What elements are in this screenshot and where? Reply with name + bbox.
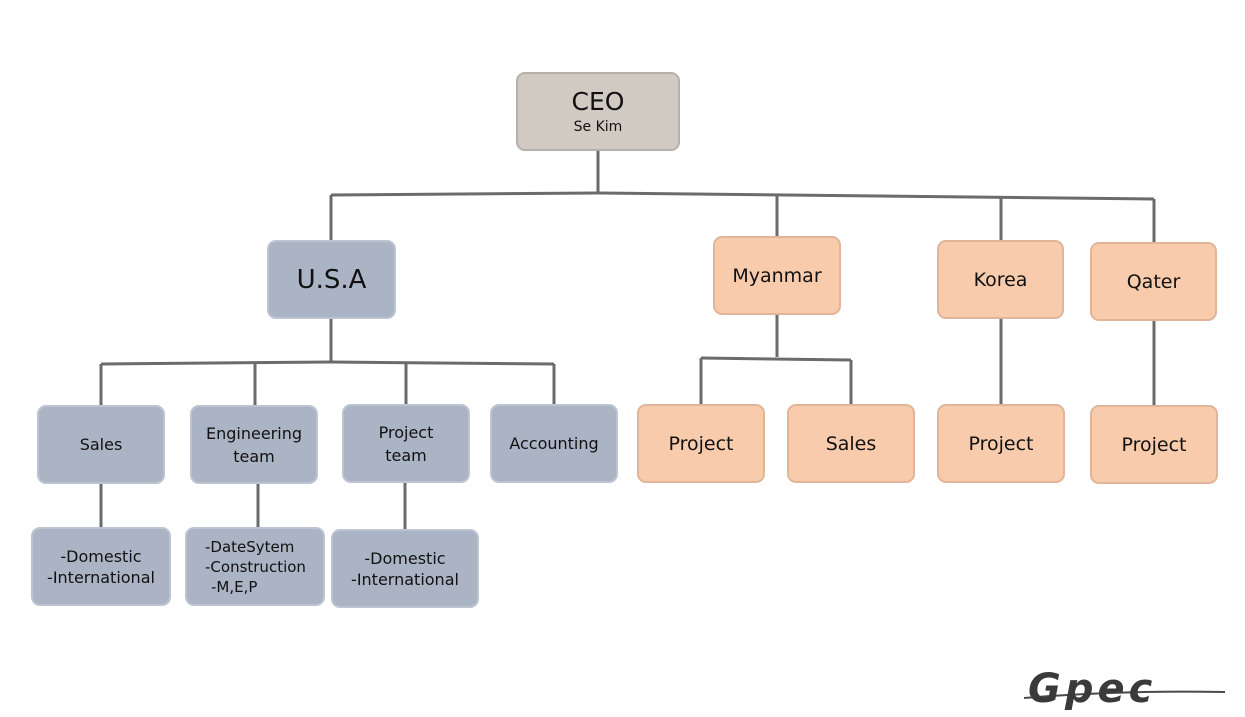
engineering-detail-mep: -M,E,P [211,577,258,596]
connector-usa-bus [100,360,555,366]
ceo-title: CEO [571,86,625,116]
connector-myanmar-bus [700,356,852,362]
myanmar-sales-label: Sales [825,432,877,455]
project-detail-international: -International [351,569,459,589]
gpec-logo-text: Gpec [1028,668,1156,710]
gpec-logo: Gpec [1023,668,1226,710]
ceo-box: CEO Se Kim [516,72,680,151]
myanmar-label: Myanmar [732,264,822,287]
usa-label: U.S.A [296,264,367,295]
department-accounting-box: Accounting [490,404,618,483]
sales-detail-international: -International [47,567,155,587]
usa-box: U.S.A [267,240,396,319]
department-sales-box: Sales [37,405,165,484]
myanmar-project-box: Project [637,404,765,483]
department-accounting-label: Accounting [509,434,599,453]
department-engineering-box: Engineering team [190,405,318,484]
korea-label: Korea [973,268,1028,291]
engineering-detail-datesytem: -DateSytem [205,537,295,556]
engineering-details-box: -DateSytem -Construction -M,E,P [185,527,325,606]
sales-detail-domestic: -Domestic [60,546,142,566]
department-project-box: Project team [342,404,470,483]
korea-box: Korea [937,240,1064,319]
department-engineering-label-line1: Engineering [206,423,302,443]
qatar-box: Qater [1090,242,1217,321]
project-detail-domestic: -Domestic [364,548,446,568]
department-project-label-line1: Project [378,422,434,442]
project-details-box: -Domestic -International [331,529,479,608]
myanmar-sales-box: Sales [787,404,915,483]
qatar-project-label: Project [1121,433,1187,456]
sales-details-box: -Domestic -International [31,527,171,606]
connector-region-bus [330,191,1155,201]
qatar-project-box: Project [1090,405,1218,484]
department-engineering-label-line2: team [233,446,275,466]
qatar-label: Qater [1126,270,1181,293]
department-project-label-line2: team [385,445,427,465]
ceo-name: Se Kim [573,118,623,135]
myanmar-project-label: Project [668,432,734,455]
korea-project-box: Project [937,404,1065,483]
korea-project-label: Project [968,432,1034,455]
department-sales-label: Sales [79,435,123,454]
myanmar-box: Myanmar [713,236,841,315]
engineering-detail-construction: -Construction [205,557,306,576]
